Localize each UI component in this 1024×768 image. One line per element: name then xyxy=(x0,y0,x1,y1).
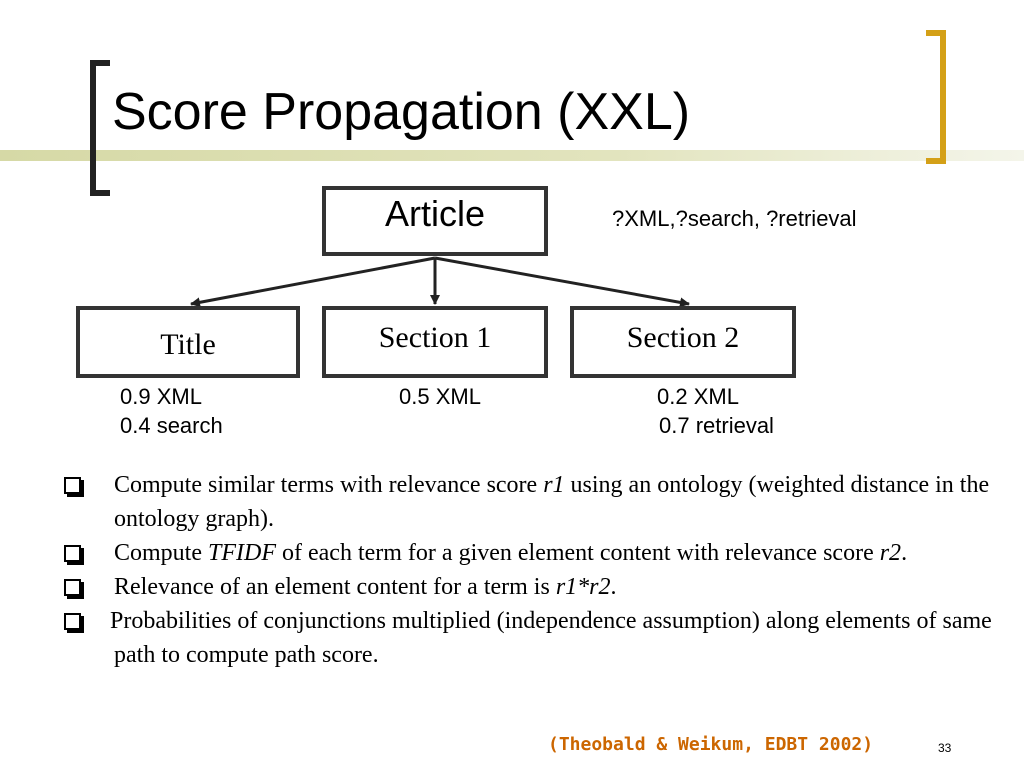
node-section-1: Section 1 xyxy=(322,306,548,378)
bullet-text-run: Probabilities of conjunctions multiplied… xyxy=(110,608,992,668)
section-2-scores: 0.2 XML 0.7 retrieval xyxy=(657,382,774,440)
bullet-text: Compute TFIDF of each term for a given e… xyxy=(114,540,907,566)
score-label: 0.5 XML xyxy=(399,384,481,409)
bullet-text-italic: TFIDF xyxy=(208,540,276,566)
node-section-2: Section 2 xyxy=(570,306,796,378)
score-label: 0.7 retrieval xyxy=(659,413,774,438)
checkbox-bullet-icon xyxy=(64,613,81,630)
bullet-text: Relevance of an element content for a te… xyxy=(114,574,617,600)
title-scores: 0.9 XML 0.4 search xyxy=(120,382,223,440)
bullet-item: Probabilities of conjunctions multiplied… xyxy=(58,604,998,672)
bullet-text-run: Compute similar terms with relevance sco… xyxy=(114,472,544,498)
bullet-text-italic: r1*r2 xyxy=(555,574,611,600)
bullet-text-italic: r1 xyxy=(543,472,565,498)
page-number: 33 xyxy=(938,741,952,755)
left-bracket-decoration xyxy=(90,60,110,196)
score-label: 0.2 XML xyxy=(657,384,739,409)
checkbox-bullet-icon xyxy=(64,477,81,494)
bullet-item: Compute similar terms with relevance sco… xyxy=(58,468,998,536)
decorative-header-bar xyxy=(0,150,1024,161)
bullet-text: Compute similar terms with relevance sco… xyxy=(114,472,989,532)
checkbox-bullet-icon xyxy=(64,579,81,596)
bullet-item: Compute TFIDF of each term for a given e… xyxy=(58,536,998,570)
bullet-text-run: Compute xyxy=(114,540,208,566)
bullet-text-run: . xyxy=(610,574,617,600)
bullet-text-italic: r2 xyxy=(879,540,902,566)
score-label: 0.9 XML xyxy=(120,384,202,409)
checkbox-bullet-icon xyxy=(64,545,81,562)
arrow-to-title xyxy=(190,256,436,308)
node-article: Article xyxy=(322,186,548,256)
arrow-to-section-2 xyxy=(434,256,690,308)
slide-title: Score Propagation (XXL) xyxy=(112,83,691,141)
bullet-text-run: Relevance of an element content for a te… xyxy=(114,574,556,600)
bullet-text-run: using an ontology (weighted distance in … xyxy=(114,472,990,532)
score-label: 0.4 search xyxy=(120,413,223,438)
bullet-text: Probabilities of conjunctions multiplied… xyxy=(110,608,992,668)
section-1-scores: 0.5 XML xyxy=(399,382,481,411)
node-title: Title xyxy=(76,306,300,378)
bullet-text-run: . xyxy=(901,540,908,566)
citation: (Theobald & Weikum, EDBT 2002) xyxy=(548,734,874,755)
bullet-text-run: of each term for a given element content… xyxy=(276,540,880,566)
query-terms: ?XML,?search, ?retrieval xyxy=(612,206,857,231)
bullet-item: Relevance of an element content for a te… xyxy=(58,570,998,604)
right-bracket-decoration xyxy=(926,30,946,164)
bullet-list: Compute similar terms with relevance sco… xyxy=(58,468,998,672)
